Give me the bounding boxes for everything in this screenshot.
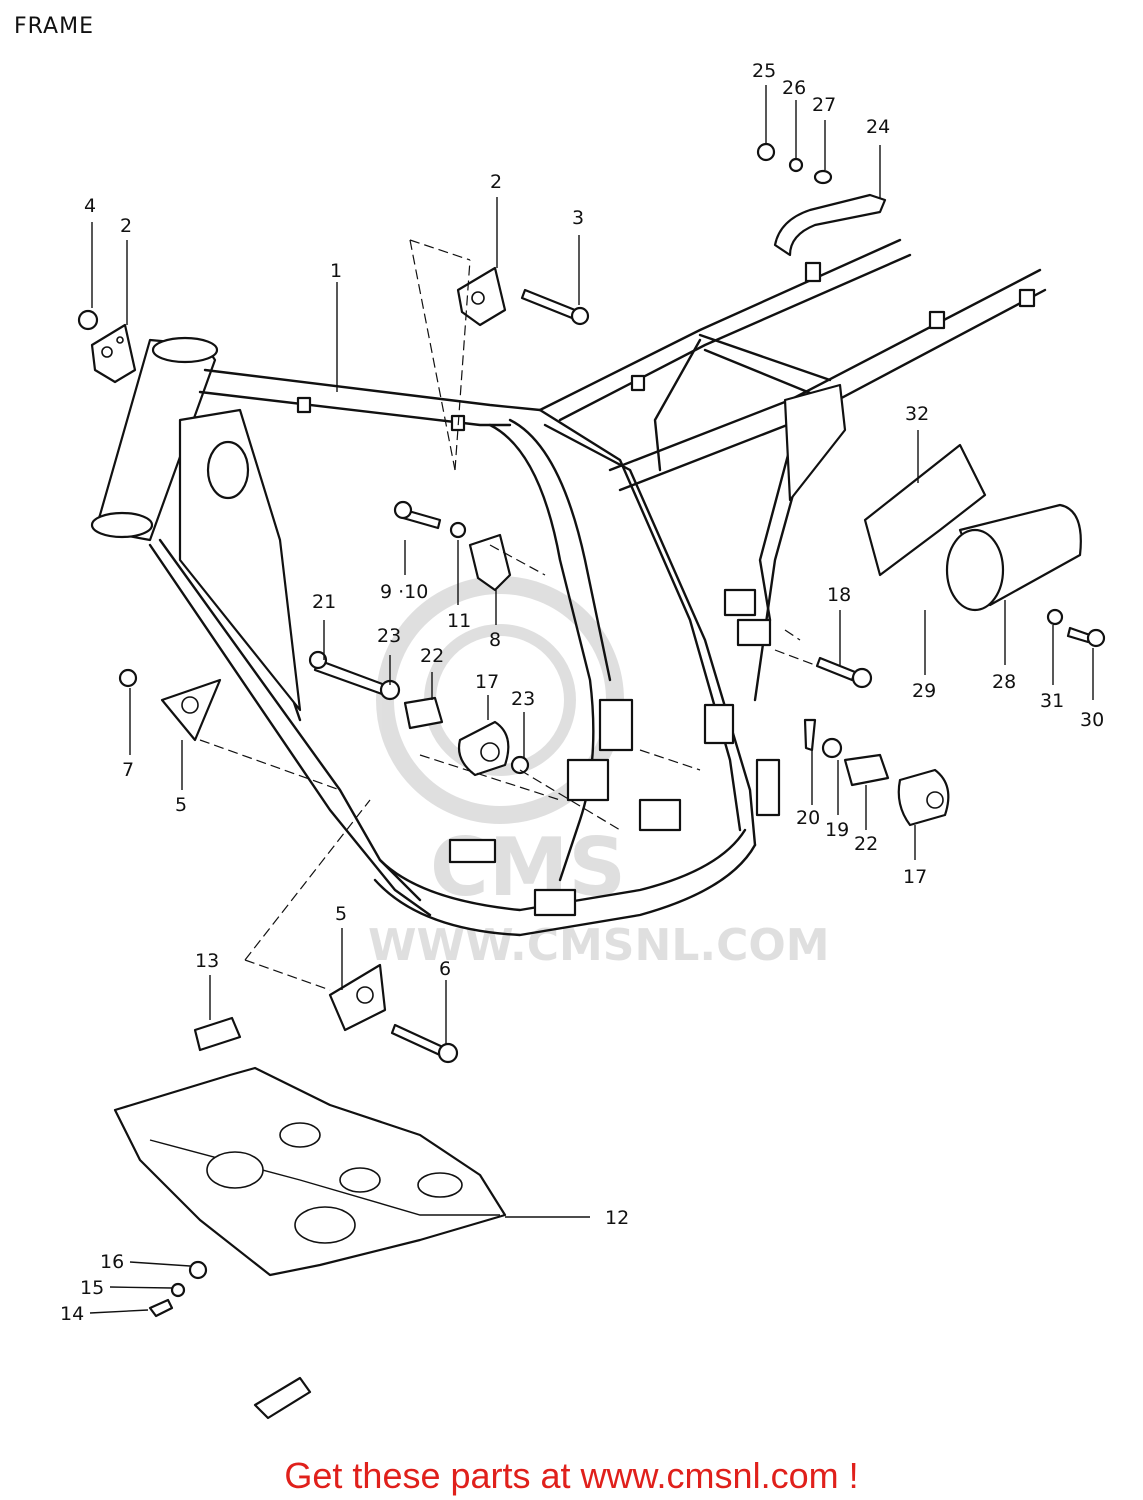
callout-22-left: 22 [420,645,444,667]
callout-7: 7 [122,759,134,781]
callout-15: 15 [80,1277,104,1299]
callout-2-top: 2 [490,171,502,193]
callout-25: 25 [752,60,776,82]
callout-28: 28 [992,671,1016,693]
callout-21: 21 [312,591,336,613]
callout-24: 24 [866,116,890,138]
callout-31: 31 [1040,690,1064,712]
callout-29: 29 [912,680,936,702]
callout-8: 8 [489,629,501,651]
callout-4: 4 [84,195,96,217]
callout-14: 14 [60,1303,84,1325]
callout-16: 16 [100,1251,124,1273]
callout-5-bottom: 5 [335,903,347,925]
callout-32: 32 [905,403,929,425]
callout-17-left: 17 [475,671,499,693]
callout-11: 11 [447,610,471,632]
callout-1: 1 [330,260,342,282]
footer-link[interactable]: Get these parts at www.cmsnl.com ! [284,1455,859,1496]
callout-30: 30 [1080,709,1104,731]
callout-22-right: 22 [854,833,878,855]
assembly-lines [199,239,816,991]
watermark-url: WWW.CMSNL.COM [368,920,830,971]
callout-2-left: 2 [120,215,132,237]
callout-27: 27 [812,94,836,116]
callout-26: 26 [782,77,806,99]
callout-5-left: 5 [175,794,187,816]
callout-17-right: 17 [903,866,927,888]
small-parts [77,142,1106,1420]
callout-13: 13 [195,950,219,972]
callout-18: 18 [827,584,851,606]
callout-23-left: 23 [377,625,401,647]
callout-23-right: 23 [511,688,535,710]
callout-labels: 1 2 2 3 4 5 5 6 7 8 9 ·10 11 12 13 14 15… [60,60,1104,1325]
callout-3: 3 [572,207,584,229]
page-title: FRAME [14,14,94,39]
frame-main [90,238,1047,937]
callout-19: 19 [825,819,849,841]
callout-9-10: 9 ·10 [380,581,428,603]
callout-12: 12 [605,1207,629,1229]
leader-lines [89,85,1094,1314]
callout-6: 6 [439,958,451,980]
callout-20: 20 [796,807,820,829]
